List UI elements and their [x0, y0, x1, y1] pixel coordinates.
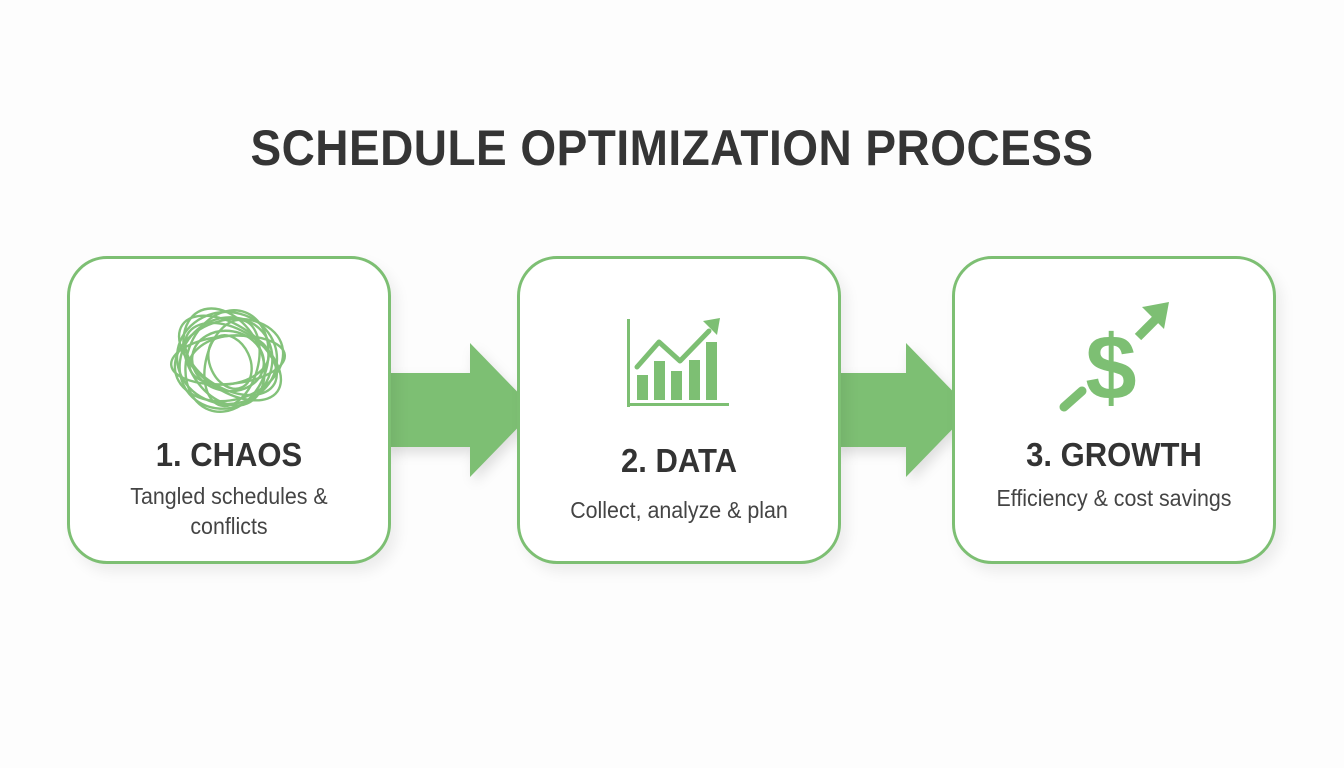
diagram-title: SCHEDULE OPTIMIZATION PROCESS	[250, 120, 1094, 176]
tangled-scribble-icon	[169, 307, 287, 413]
arrow-right-icon	[385, 343, 535, 477]
step-description-line: Efficiency & cost savings	[996, 485, 1232, 511]
bar-chart-trend-icon	[627, 318, 729, 407]
step-title: 2. DATA	[620, 442, 738, 479]
step-title: 3. GROWTH	[1026, 436, 1202, 473]
step-description: Efficiency & cost savings	[966, 483, 1262, 513]
step-description-line: Tangled schedules &	[130, 483, 328, 509]
step-description-line: Collect, analyze & plan	[570, 497, 788, 523]
step-card-data: 2. DATA Collect, analyze & plan	[517, 256, 841, 564]
step-title: 1. CHAOS	[155, 436, 303, 473]
step-description-line: conflicts	[190, 513, 268, 539]
arrow-right-icon	[834, 343, 971, 477]
dollar-growth-arrow-icon: $	[1059, 302, 1169, 415]
step-card-growth: $ 3. GROWTH Efficiency & cost savings	[952, 256, 1276, 564]
svg-text:$: $	[1085, 317, 1136, 415]
step-description: Tangled schedules & conflicts	[81, 481, 377, 541]
step-card-chaos: 1. CHAOS Tangled schedules & conflicts	[67, 256, 391, 564]
step-description: Collect, analyze & plan	[531, 495, 827, 525]
